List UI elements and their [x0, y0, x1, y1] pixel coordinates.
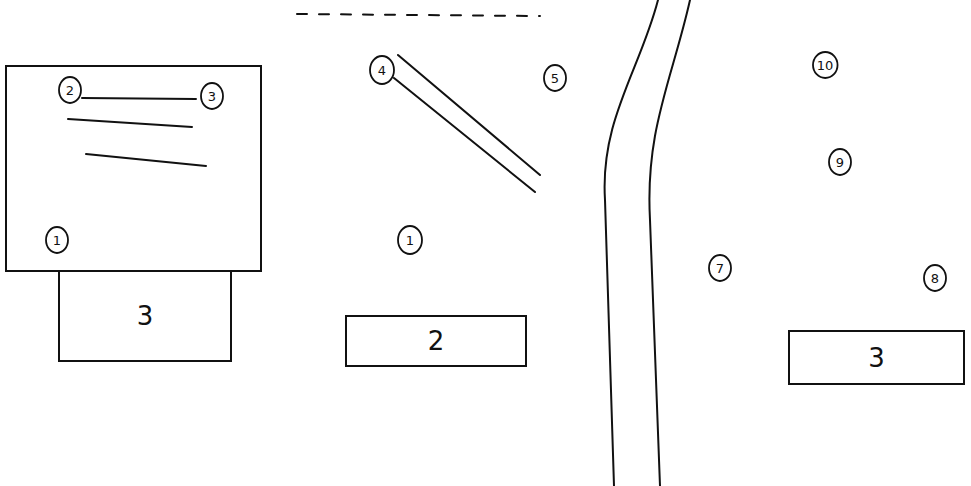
callout-circle: 4	[369, 55, 395, 85]
box-label: 2	[428, 328, 445, 354]
road-line	[394, 78, 535, 192]
river-bank	[649, 0, 690, 486]
circle-outline	[544, 65, 566, 91]
building-box: 3	[788, 330, 965, 385]
circle-outline	[370, 56, 394, 84]
callout-circle: 1	[45, 226, 69, 254]
hatch-line	[82, 98, 196, 99]
callout-circle: 10	[812, 51, 839, 79]
callout-number: 10	[817, 59, 834, 72]
circle-outline	[398, 226, 422, 254]
circle-outline	[201, 83, 223, 109]
callout-circle: 3	[200, 82, 224, 110]
circle-outline	[709, 255, 731, 281]
dashed-line	[297, 14, 540, 16]
callout-circle: 7	[708, 254, 732, 282]
callout-number: 7	[716, 262, 724, 275]
circle-outline	[813, 52, 838, 78]
box-label: 3	[868, 345, 885, 371]
callout-number: 8	[931, 272, 939, 285]
circle-outline	[924, 265, 946, 291]
hatch-line	[68, 119, 192, 127]
building-box: 2	[345, 315, 527, 367]
circle-outline	[829, 149, 851, 175]
callout-circle: 2	[58, 76, 82, 104]
callout-number: 1	[406, 234, 414, 247]
callout-number: 3	[208, 90, 216, 103]
callout-circle: 8	[923, 264, 947, 292]
site-area: 2 3 1	[5, 65, 262, 272]
building-box: 3	[58, 270, 232, 362]
callout-circle: 5	[543, 64, 567, 92]
callout-number: 1	[53, 234, 61, 247]
circle-outline	[59, 77, 81, 103]
callout-number: 4	[378, 64, 386, 77]
circle-outline	[46, 227, 68, 253]
callout-circle: 1	[397, 225, 423, 255]
hatch-line	[86, 154, 206, 166]
callout-number: 9	[836, 156, 844, 169]
callout-number: 5	[551, 72, 559, 85]
road-line	[398, 55, 540, 175]
box-label: 3	[137, 303, 154, 329]
callout-circle: 9	[828, 148, 852, 176]
callout-number: 2	[66, 84, 74, 97]
